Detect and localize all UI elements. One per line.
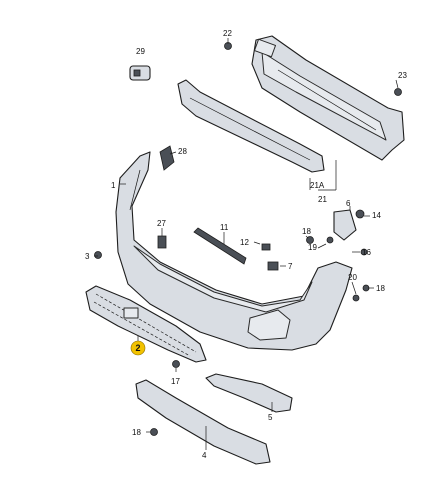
part-label-6: 6 [346, 199, 351, 208]
bumper-cover [115, 151, 353, 351]
sensor-bracket-6 [333, 209, 368, 256]
trim-strip-11 [193, 227, 247, 265]
part-label-16: 16 [362, 248, 371, 257]
fog-lamp-trim-5 [205, 373, 293, 413]
part-label-11: 11 [220, 223, 229, 232]
part-label-20: 20 [348, 273, 357, 282]
part-label-5: 5 [268, 413, 273, 422]
part-label-21: 21 [318, 195, 327, 204]
part-label-2: 2 [135, 343, 140, 353]
bracket-27 [157, 235, 167, 249]
part-label-21a: 21A [310, 181, 325, 190]
part-label-17: 17 [171, 377, 180, 386]
bumper-reinforcement-bar [251, 35, 405, 161]
highlighted-part-badge: 2 [130, 340, 146, 356]
part-label-18-right: 18 [376, 284, 385, 293]
part-label-3: 3 [85, 252, 90, 261]
part-label-7: 7 [288, 262, 293, 271]
part-labels: 22 29 23 28 1 21A 21 6 14 27 11 18 12 19… [85, 29, 407, 460]
part-label-22: 22 [223, 29, 232, 38]
lower-spoiler-4 [135, 379, 271, 465]
part-label-29: 29 [136, 47, 145, 56]
clip-29 [129, 65, 151, 81]
leader-lines [94, 38, 399, 450]
part-label-12: 12 [240, 238, 249, 247]
lower-grille [85, 285, 207, 363]
part-label-23: 23 [398, 71, 407, 80]
bracket-28 [159, 145, 175, 171]
part-label-18-bottom: 18 [132, 428, 141, 437]
part-label-4: 4 [202, 451, 207, 460]
part-label-18-top: 18 [302, 227, 311, 236]
part-label-27: 27 [157, 219, 166, 228]
part-label-28: 28 [178, 147, 187, 156]
part-label-1: 1 [111, 181, 116, 190]
part-label-19: 19 [308, 243, 317, 252]
part-label-14: 14 [372, 211, 381, 220]
energy-absorber [177, 79, 325, 173]
